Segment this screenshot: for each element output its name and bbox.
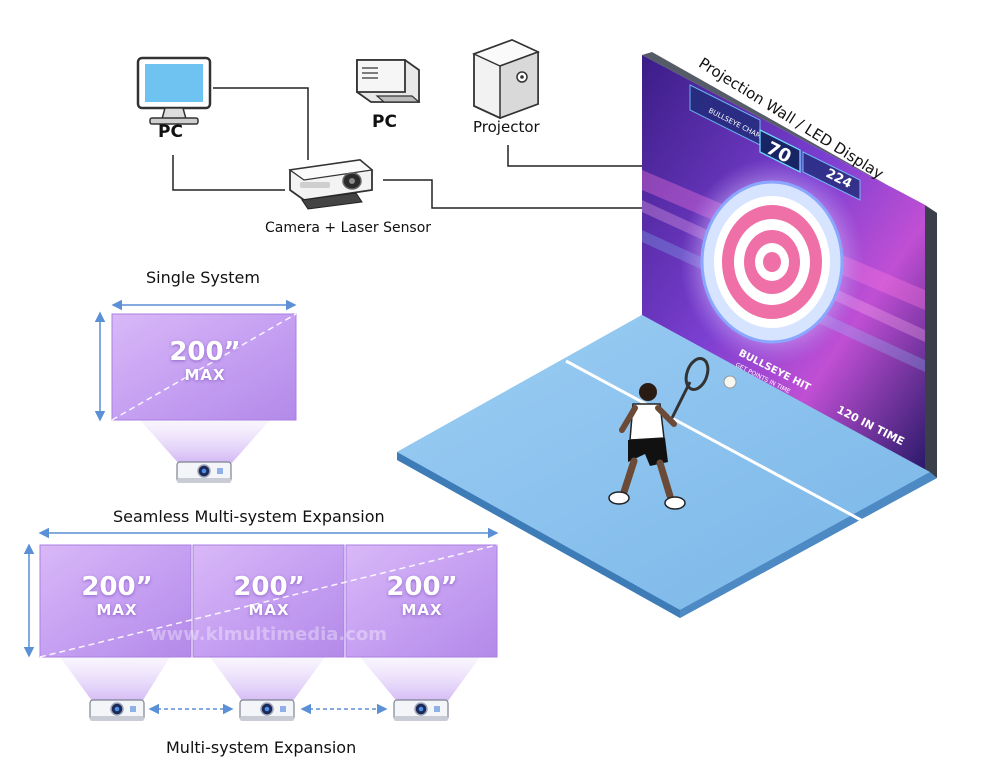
tennis-player-figure <box>608 357 710 510</box>
camera-laser-sensor-icon <box>288 159 374 210</box>
multi-expansion-label: Multi-system Expansion <box>166 738 357 757</box>
screen-size-value: 200” <box>169 337 241 367</box>
single-screen-size: 200” MAX <box>150 338 260 384</box>
multi-screen-1-size: 200” MAX <box>62 573 172 619</box>
single-system-label: Single System <box>146 268 260 287</box>
screen-size-max: MAX <box>401 601 443 619</box>
projector-label: Projector <box>473 118 540 136</box>
single-system-diagram <box>94 299 297 484</box>
pc-tower-icon <box>356 59 421 103</box>
camera-sensor-label: Camera + Laser Sensor <box>265 220 432 236</box>
multi-screen-2-size: 200” MAX <box>214 573 324 619</box>
seamless-expansion-label: Seamless Multi-system Expansion <box>113 507 385 526</box>
projection-wall: BULLSEYE CHAMPION 70 224 BULLSEYE HIT GE… <box>642 52 937 478</box>
screen-size-max: MAX <box>184 366 226 384</box>
projector-icon <box>472 39 540 120</box>
screen-size-value: 200” <box>233 572 305 602</box>
multi-screen-3-size: 200” MAX <box>367 573 477 619</box>
screen-size-value: 200” <box>81 572 153 602</box>
connection-lines <box>172 87 664 209</box>
screen-size-max: MAX <box>248 601 290 619</box>
pc-monitor-icon <box>136 56 212 125</box>
multi-projector-3-icon <box>393 699 449 722</box>
screen-size-value: 200” <box>386 572 458 602</box>
screen-size-max: MAX <box>96 601 138 619</box>
multi-system-diagram <box>23 527 499 722</box>
pc-monitor-label: PC <box>158 122 183 142</box>
multi-projector-1-icon <box>89 699 145 722</box>
pc-tower-label: PC <box>372 112 397 132</box>
single-projector-icon <box>176 461 232 484</box>
watermark-text: www.klmultimedia.com <box>150 624 387 645</box>
multi-projector-2-icon <box>239 699 295 722</box>
bullseye-target <box>700 180 844 344</box>
